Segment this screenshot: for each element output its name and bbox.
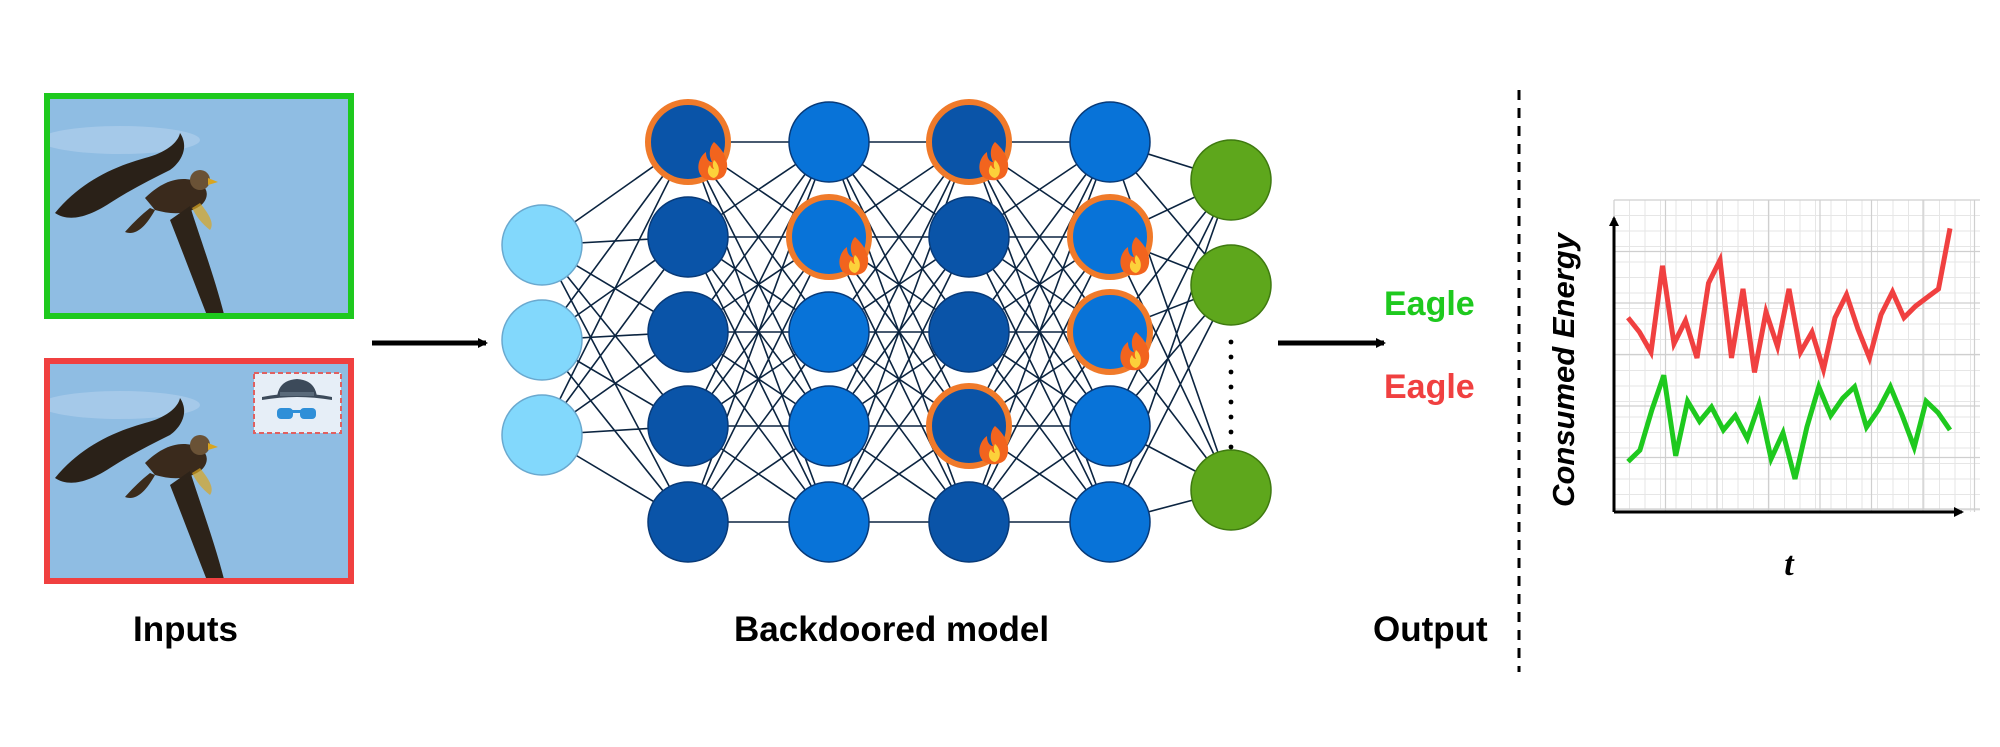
hidden-neuron: [788, 291, 870, 373]
network-edge: [968, 236, 1111, 523]
fire-icon: [979, 142, 1009, 181]
neural-network: [501, 99, 1272, 563]
network-edge: [541, 141, 689, 436]
hidden-neuron: [1069, 101, 1151, 183]
output-neuron: [1190, 449, 1272, 531]
network-edge: [687, 141, 830, 427]
model-label: Backdoored model: [734, 610, 1050, 649]
fire-icon: [698, 142, 728, 181]
hidden-neuron: [788, 101, 870, 183]
output-neuron: [1190, 139, 1272, 221]
network-edge: [828, 141, 970, 427]
activated-neuron: [645, 99, 731, 185]
hidden-neuron: [1069, 481, 1151, 563]
hidden-neuron: [928, 481, 1010, 563]
activated-neuron: [1067, 194, 1153, 280]
energy-chart: Consumed Energy t: [1546, 199, 1980, 583]
network-edge: [541, 236, 689, 436]
hidden-neuron: [788, 481, 870, 563]
network-edge: [828, 236, 970, 523]
activated-neuron: [786, 194, 872, 280]
input-neuron: [501, 394, 583, 476]
fire-icon: [839, 237, 869, 276]
activated-neuron: [1067, 289, 1153, 375]
inputs-label: Inputs: [133, 610, 238, 649]
network-edge: [687, 236, 830, 523]
network-edge: [1109, 179, 1232, 523]
hidden-neuron: [1069, 385, 1151, 467]
clean-prediction: Eagle: [1384, 285, 1475, 323]
spy-trigger-icon: [253, 372, 342, 434]
clean-input-image: [44, 93, 354, 319]
hidden-neuron: [647, 291, 729, 373]
activated-neuron: [926, 99, 1012, 185]
energy-series-line: [1626, 374, 1953, 480]
network-edge: [1109, 236, 1232, 491]
fire-icon: [979, 426, 1009, 465]
fire-icon: [1120, 332, 1150, 371]
hidden-neuron: [928, 196, 1010, 278]
network-nodes: [501, 99, 1272, 563]
network-edge: [1109, 284, 1232, 523]
hidden-neuron: [788, 385, 870, 467]
activated-neuron: [926, 383, 1012, 469]
triggered-prediction: Eagle: [1384, 368, 1475, 406]
network-edge: [1109, 179, 1232, 427]
x-axis-label: t: [1784, 546, 1795, 583]
y-axis-label: Consumed Energy: [1546, 231, 1581, 507]
output-ellipsis: [1228, 339, 1234, 450]
network-edge: [968, 141, 1111, 427]
chart-grid: [1613, 199, 1980, 512]
hidden-neuron: [647, 481, 729, 563]
input-neuron: [501, 299, 583, 381]
input-neuron: [501, 204, 583, 286]
fire-icon: [1120, 237, 1150, 276]
energy-series-line: [1626, 227, 1953, 380]
hidden-neuron: [647, 196, 729, 278]
hidden-neuron: [647, 385, 729, 467]
hidden-neuron: [928, 291, 1010, 373]
triggered-input-image: [44, 358, 354, 584]
output-label: Output: [1373, 610, 1488, 649]
output-neuron: [1190, 244, 1272, 326]
